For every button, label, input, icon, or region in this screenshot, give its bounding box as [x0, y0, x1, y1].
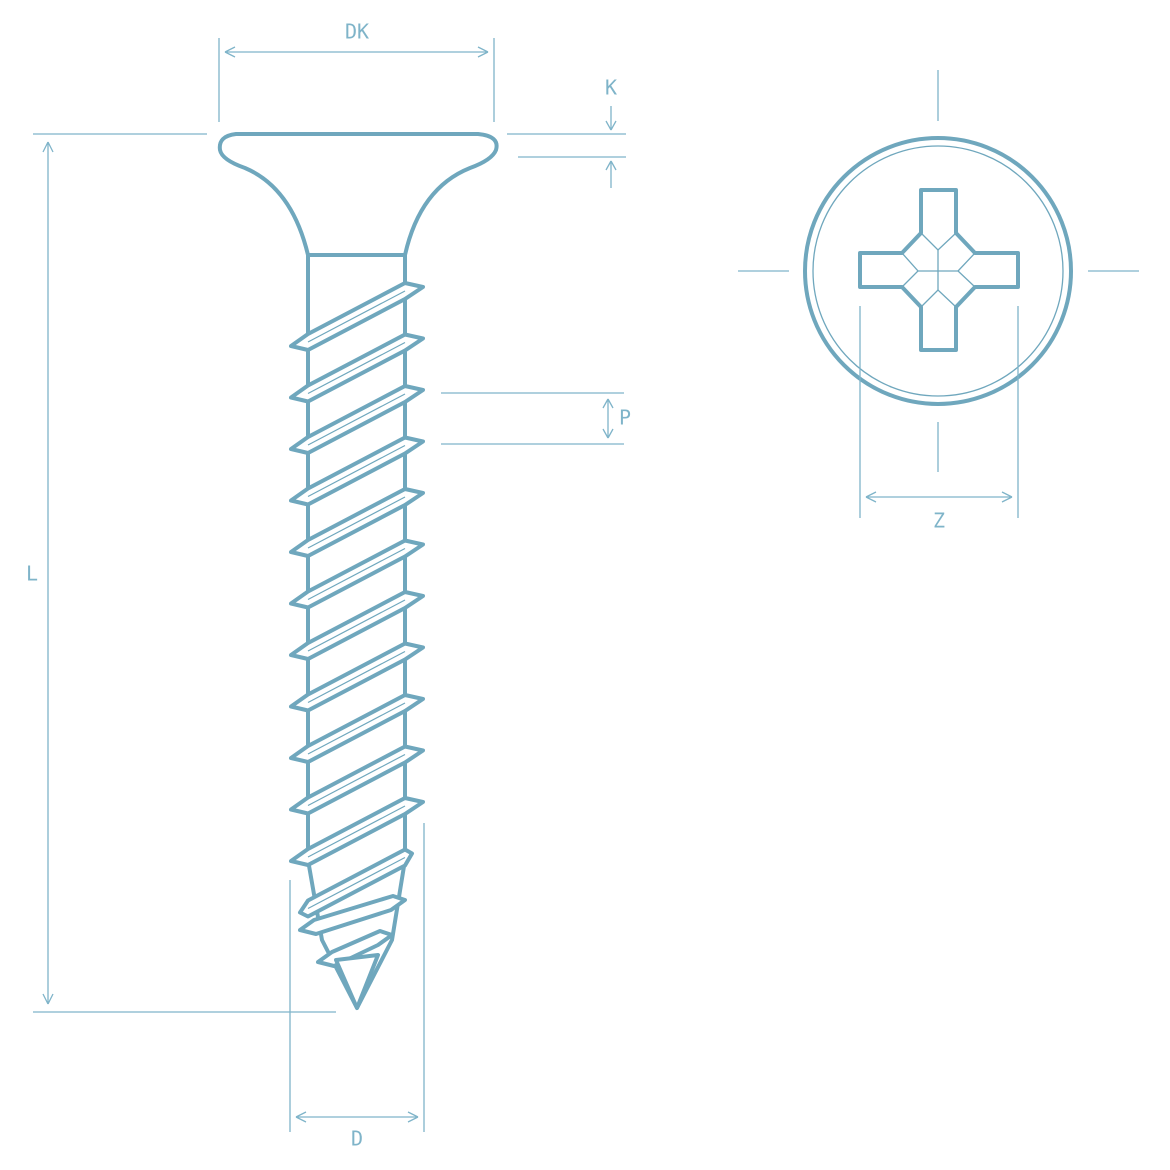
thread-crest-line	[307, 444, 406, 498]
tip-thread	[316, 929, 394, 968]
thread-crest-line	[307, 650, 406, 704]
head-inner-circle	[812, 145, 1064, 397]
thread-crest-line	[307, 599, 406, 652]
screw-tip	[334, 953, 380, 1010]
z-label: Z	[933, 509, 945, 533]
z-arrow-right	[1001, 491, 1013, 503]
screw-head-outline	[217, 132, 499, 257]
side-view-dimensions: DK K L P D	[26, 20, 631, 1151]
z-arrow-left	[865, 491, 877, 503]
l-arrow-bottom	[42, 993, 54, 1005]
phillips-recess	[858, 188, 1020, 352]
dk-arrow-left	[224, 46, 236, 58]
thread-crest-line	[307, 547, 406, 601]
thread-crest-line	[307, 496, 406, 549]
k-label: K	[605, 76, 617, 100]
p-label: P	[619, 406, 631, 430]
dk-label: DK	[345, 20, 369, 44]
thread-crest-line	[307, 290, 406, 343]
k-arrow-bottom	[605, 160, 617, 171]
dk-arrow-right	[477, 46, 489, 58]
thread-crest-line	[307, 393, 406, 446]
thread-crest-line	[307, 702, 406, 755]
thread-crest-line	[307, 805, 406, 858]
thread-group	[289, 281, 425, 968]
k-arrow-top	[605, 120, 617, 131]
screw-top-view	[738, 70, 1139, 472]
p-arrow-bottom	[602, 428, 614, 439]
thread-crest-line	[307, 856, 406, 910]
tip-thread	[298, 894, 407, 936]
top-view-dimensions: Z	[859, 306, 1019, 533]
l-label: L	[26, 562, 38, 586]
l-arrow-top	[42, 141, 54, 153]
d-arrow-right	[407, 1111, 419, 1123]
thread-crest-line	[307, 753, 406, 807]
d-label: D	[351, 1127, 363, 1151]
d-arrow-left	[295, 1111, 307, 1123]
screw-side-view	[217, 132, 499, 1010]
p-arrow-top	[602, 398, 614, 409]
thread-crest-line	[307, 341, 406, 395]
